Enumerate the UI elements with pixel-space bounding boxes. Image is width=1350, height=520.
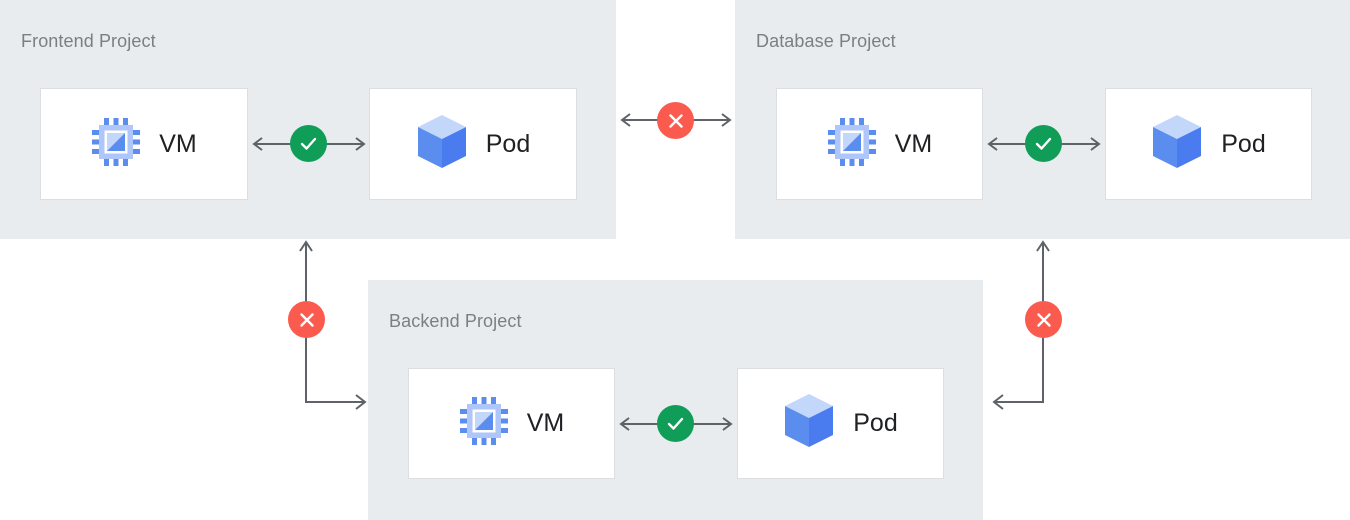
- status-badge-backend-internal-allowed[interactable]: [657, 405, 694, 442]
- pod-cube-icon: [416, 114, 468, 175]
- card-frontend-pod-content: Pod: [416, 114, 530, 175]
- panel-title-database: Database Project: [756, 31, 896, 51]
- card-database-pod-content: Pod: [1151, 114, 1266, 175]
- check-icon: [1035, 137, 1052, 150]
- status-badge-frontend-database-blocked[interactable]: [657, 102, 694, 139]
- card-backend-vm[interactable]: VM: [408, 368, 615, 479]
- cross-icon: [668, 113, 683, 128]
- status-badge-backend-frontend-blocked[interactable]: [288, 301, 325, 338]
- card-database-pod-label: Pod: [1221, 129, 1266, 158]
- vm-chip-icon: [459, 396, 509, 451]
- card-frontend-vm-content: VM: [91, 117, 197, 172]
- pod-cube-icon: [1151, 114, 1203, 175]
- card-backend-vm-content: VM: [459, 396, 565, 451]
- card-backend-pod[interactable]: Pod: [737, 368, 944, 479]
- vm-chip-icon: [827, 117, 877, 172]
- card-backend-pod-content: Pod: [783, 393, 898, 454]
- card-database-vm[interactable]: VM: [776, 88, 983, 200]
- card-frontend-vm-label: VM: [159, 129, 197, 158]
- vm-chip-icon: [91, 117, 141, 172]
- card-frontend-pod[interactable]: Pod: [369, 88, 577, 200]
- cross-icon: [1036, 312, 1051, 327]
- check-icon: [667, 417, 684, 430]
- card-backend-vm-label: VM: [526, 409, 565, 437]
- status-badge-frontend-internal-allowed[interactable]: [290, 125, 327, 162]
- card-database-vm-label: VM: [894, 129, 933, 158]
- card-backend-pod-label: Pod: [853, 409, 898, 437]
- pod-cube-icon: [783, 393, 835, 454]
- cross-icon: [299, 312, 314, 327]
- check-icon: [300, 137, 317, 150]
- status-badge-backend-database-blocked[interactable]: [1025, 301, 1062, 338]
- card-frontend-pod-label: Pod: [485, 129, 531, 158]
- card-frontend-vm[interactable]: VM: [40, 88, 248, 200]
- panel-title-backend: Backend Project: [389, 311, 522, 331]
- panel-title-frontend: Frontend Project: [21, 31, 156, 51]
- card-database-vm-content: VM: [827, 117, 933, 172]
- status-badge-database-internal-allowed[interactable]: [1025, 125, 1062, 162]
- card-database-pod[interactable]: Pod: [1105, 88, 1312, 200]
